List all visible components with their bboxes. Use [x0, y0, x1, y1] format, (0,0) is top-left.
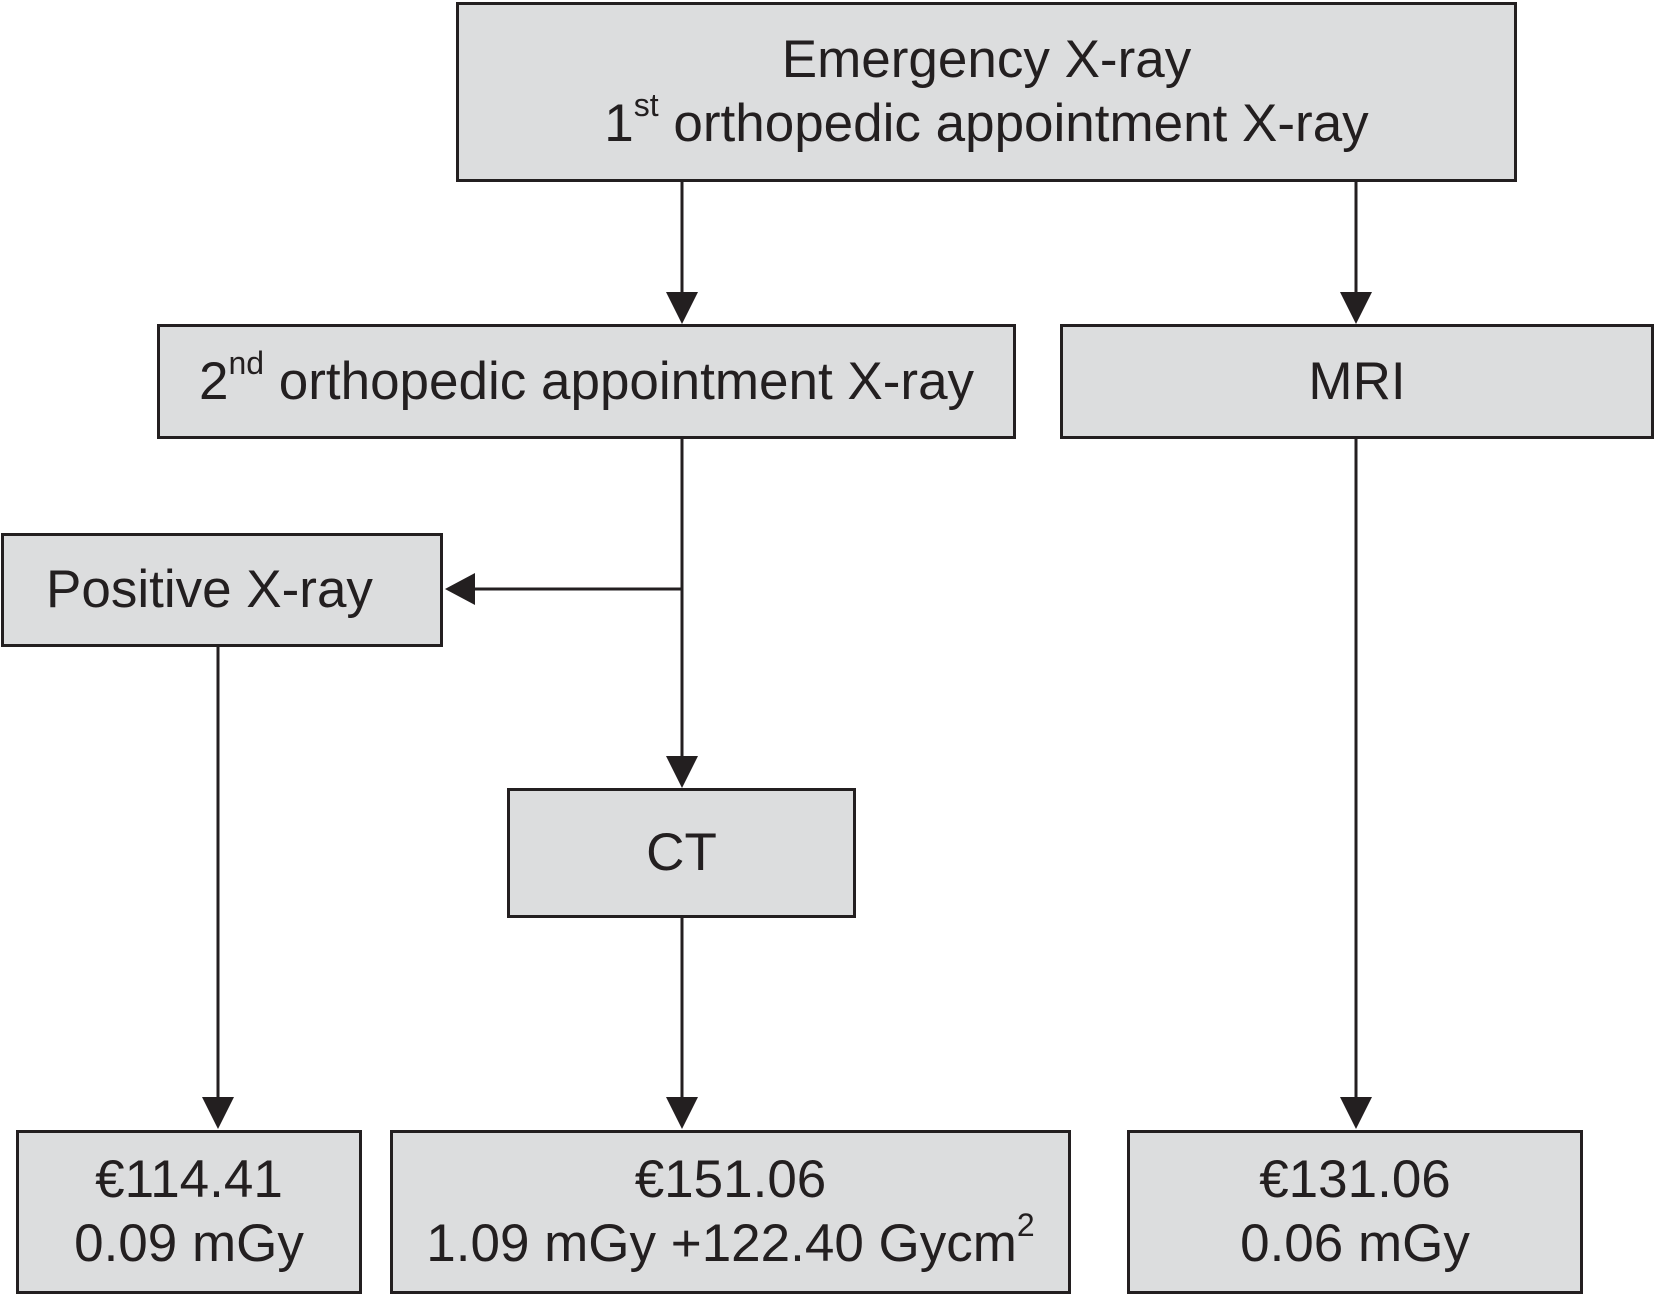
node-mri-label: MRI: [1308, 351, 1406, 411]
outcome-ct: €151.06 1.09 mGy +122.40 Gycm2: [390, 1130, 1071, 1294]
outcome-positive-cost: €114.41: [95, 1150, 283, 1210]
arrowhead-second: [666, 292, 698, 324]
node-emergency-xray: Emergency X-ray 1st orthopedic appointme…: [456, 2, 1517, 182]
node-ct: CT: [507, 788, 856, 918]
first-appointment-text: orthopedic appointment X-ray: [658, 94, 1369, 153]
outcome-mri-dose: 0.06 mGy: [1240, 1214, 1470, 1273]
node-emergency-xray-line1: Emergency X-ray: [781, 30, 1192, 90]
outcome-ct-dose: 1.09 mGy +122.40 Gycm: [426, 1214, 1017, 1273]
arrowhead-outcome-ct: [666, 1097, 698, 1129]
node-positive-xray: Positive X-ray: [1, 533, 443, 647]
outcome-positive-dose: 0.09 mGy: [74, 1214, 304, 1273]
arrowhead-ct: [666, 756, 698, 788]
arrowhead-positive: [445, 573, 475, 605]
ordinal-suffix: nd: [228, 345, 265, 382]
outcome-mri-cost: €131.06: [1259, 1150, 1451, 1210]
outcome-ct-dose-line: 1.09 mGy +122.40 Gycm2: [426, 1209, 1034, 1276]
arrowhead-mri: [1340, 292, 1372, 324]
node-second-appointment-xray: 2nd orthopedic appointment X-ray: [157, 324, 1016, 439]
outcome-ct-dose-exponent: 2: [1016, 1207, 1035, 1244]
arrowhead-outcome-positive: [202, 1097, 234, 1129]
node-second-appointment-label: 2nd orthopedic appointment X-ray: [198, 347, 975, 414]
node-ct-label: CT: [646, 823, 717, 883]
outcome-ct-cost: €151.06: [634, 1150, 827, 1210]
outcome-mri: €131.06 0.06 mGy: [1127, 1130, 1583, 1294]
node-mri: MRI: [1060, 324, 1654, 439]
outcome-positive-xray: €114.41 0.09 mGy: [16, 1130, 362, 1294]
ordinal-number: 1: [604, 94, 634, 153]
arrowhead-outcome-mri: [1340, 1097, 1372, 1129]
node-positive-xray-label: Positive X-ray: [46, 560, 373, 620]
ordinal-suffix: st: [633, 87, 659, 124]
node-first-appointment-line: 1st orthopedic appointment X-ray: [604, 89, 1369, 156]
ordinal-number: 2: [198, 351, 229, 411]
second-appointment-text: orthopedic appointment X-ray: [264, 351, 975, 411]
